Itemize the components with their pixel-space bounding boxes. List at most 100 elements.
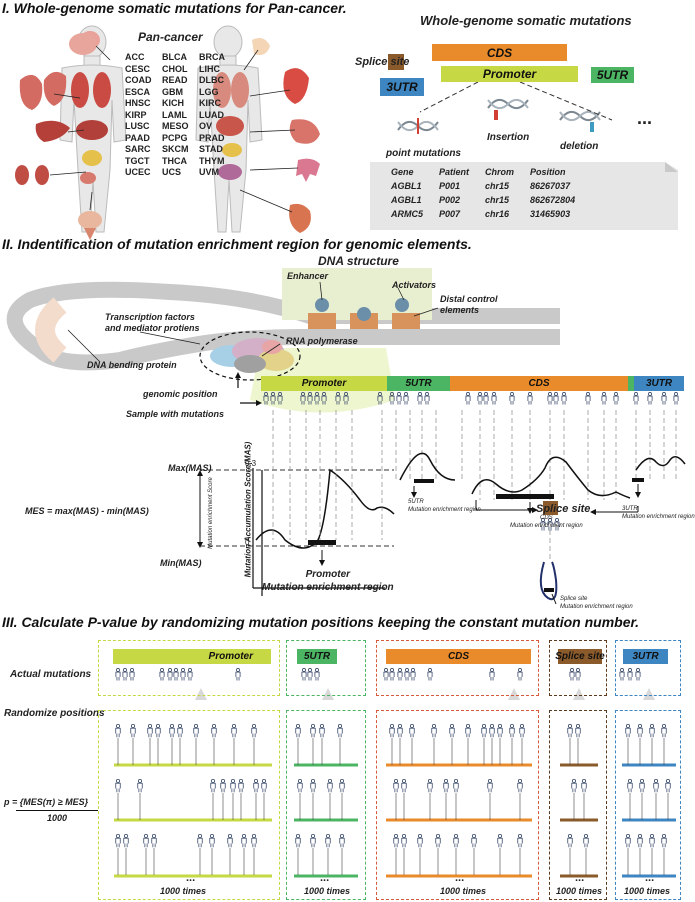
promoter-mas-plot bbox=[197, 468, 395, 596]
section-1-title: I. Whole-genome somatic mutations for Pa… bbox=[2, 0, 347, 16]
person-icon bbox=[453, 833, 459, 848]
person-icon bbox=[649, 833, 655, 848]
max-mas-label: Max(MAS) bbox=[168, 463, 212, 473]
person-icon bbox=[383, 668, 389, 681]
person-icon bbox=[613, 392, 619, 405]
person-icon bbox=[653, 778, 659, 793]
person-icon bbox=[633, 392, 639, 405]
table-cell: 862672804 bbox=[530, 195, 576, 205]
enhancer-area bbox=[282, 268, 432, 320]
mutation-sample-people bbox=[115, 392, 679, 875]
person-icon bbox=[389, 668, 395, 681]
activators-label: Activators bbox=[392, 280, 437, 290]
actual-promoter-box bbox=[98, 640, 280, 696]
random-utr3-box bbox=[615, 710, 681, 900]
activator-3 bbox=[395, 298, 409, 312]
person-icon bbox=[169, 723, 175, 738]
promoter-zoom-lines bbox=[419, 81, 613, 121]
person-icon bbox=[297, 778, 303, 793]
table-cell: chr16 bbox=[485, 209, 510, 219]
person-icon bbox=[401, 833, 407, 848]
person-icon bbox=[517, 668, 523, 681]
cancer-type-item: LGG bbox=[199, 86, 219, 97]
p-formula-numerator: p = {MES(π) ≥ MES} bbox=[4, 797, 89, 807]
actual-utr3-box bbox=[615, 640, 681, 696]
person-icon bbox=[301, 668, 307, 681]
person-icon bbox=[465, 392, 471, 405]
person-icon bbox=[193, 723, 199, 738]
dna-bending-protein bbox=[35, 297, 67, 363]
utr3-dots: ... bbox=[645, 872, 655, 884]
person-icon bbox=[230, 778, 236, 793]
utr5-dots: ... bbox=[320, 872, 330, 884]
cancer-type-item: DLBC bbox=[199, 75, 224, 85]
random-promoter-box bbox=[98, 710, 280, 900]
person-icon bbox=[397, 723, 403, 738]
s2-utr5-bar: 5UTR bbox=[387, 376, 450, 391]
splice-times: 1000 times bbox=[556, 886, 603, 896]
cancer-type-item: PCPG bbox=[162, 132, 188, 143]
person-icon bbox=[310, 778, 316, 793]
person-icon bbox=[487, 778, 493, 793]
person-icon bbox=[404, 668, 410, 681]
person-icon bbox=[553, 392, 559, 405]
person-icon bbox=[571, 778, 577, 793]
random-cds-box bbox=[376, 710, 539, 900]
cancer-type-item: TGCT bbox=[125, 155, 150, 166]
s3-promoter-bar: Promoter bbox=[113, 649, 271, 664]
person-icon bbox=[300, 392, 306, 405]
cancer-type-item: CESC bbox=[125, 63, 151, 74]
cancer-type-item: UVM bbox=[199, 167, 219, 177]
person-icon bbox=[211, 723, 217, 738]
person-icon bbox=[210, 778, 216, 793]
cds-region-label: CDS Mutation enrichment region bbox=[510, 515, 583, 529]
s2-promoter-bar: Promoter bbox=[261, 376, 387, 391]
person-icon bbox=[209, 833, 215, 848]
person-icon bbox=[167, 668, 173, 681]
splice-site-label: Splice site bbox=[355, 56, 410, 68]
section-2-title: II. Indentification of mutation enrichme… bbox=[2, 236, 472, 252]
person-icon bbox=[465, 723, 471, 738]
s2-utr5-fragment bbox=[628, 376, 634, 391]
person-icon bbox=[314, 392, 320, 405]
insertion-label: Insertion bbox=[487, 132, 530, 143]
cds-bar: CDS bbox=[432, 44, 567, 61]
person-icon bbox=[449, 723, 455, 738]
person-icon bbox=[585, 392, 591, 405]
person-icon bbox=[527, 392, 533, 405]
person-icon bbox=[509, 723, 515, 738]
person-icon bbox=[583, 833, 589, 848]
table-cell: P001 bbox=[439, 181, 461, 191]
table-header-cell: Gene bbox=[391, 167, 414, 177]
table-header-cell: Chrom bbox=[485, 167, 515, 177]
utr3-mas-plot bbox=[590, 410, 686, 515]
person-icon bbox=[115, 778, 121, 793]
splice-site-swatch bbox=[388, 54, 404, 70]
actual-cds-box bbox=[376, 640, 539, 696]
person-icon bbox=[435, 833, 441, 848]
sample-with-mutations-label: Sample with mutations bbox=[126, 409, 225, 419]
utr3-region-label: 3UTR Mutation enrichment region bbox=[622, 506, 695, 520]
person-icon bbox=[251, 723, 257, 738]
person-icon bbox=[647, 392, 653, 405]
person-icon bbox=[187, 668, 193, 681]
person-icon bbox=[417, 833, 423, 848]
cancer-type-item: THCA bbox=[162, 155, 187, 166]
cds-mas-plot bbox=[471, 410, 631, 514]
person-icon bbox=[270, 392, 276, 405]
person-icon bbox=[130, 723, 136, 738]
person-icon bbox=[335, 392, 341, 405]
table-cell: chr15 bbox=[485, 195, 510, 205]
more-mutations-ellipsis: ... bbox=[637, 108, 653, 128]
cds-times: 1000 times bbox=[440, 886, 487, 896]
person-icon bbox=[263, 392, 269, 405]
person-icon bbox=[295, 723, 301, 738]
cancer-type-item: SARC bbox=[125, 144, 151, 154]
promoter-dots: ... bbox=[186, 872, 196, 884]
person-icon bbox=[339, 833, 345, 848]
mes-axis-label: Mutation enrichment Score bbox=[207, 477, 214, 549]
person-icon bbox=[575, 668, 581, 681]
